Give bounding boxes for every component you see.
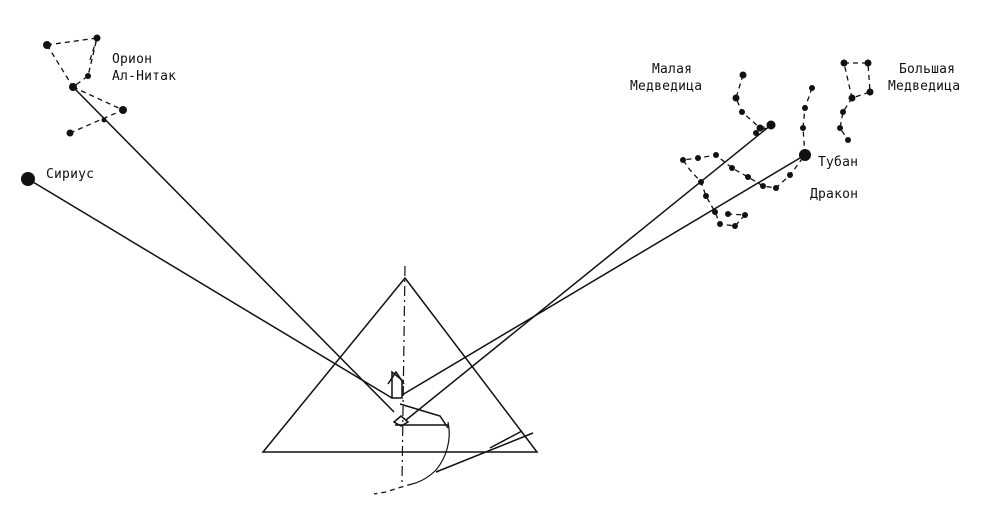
star	[837, 125, 843, 131]
star	[695, 155, 701, 161]
descending-passage	[411, 421, 450, 485]
star	[739, 71, 747, 79]
star	[760, 183, 766, 189]
star	[848, 94, 856, 102]
inner-chambers	[373, 370, 534, 495]
star	[739, 109, 745, 115]
star	[703, 193, 709, 199]
shaft-ursa-minor	[405, 124, 772, 421]
pyramid-axis	[401, 265, 406, 483]
star	[43, 41, 51, 49]
label-ursa-minor-line2: Медведица	[630, 79, 702, 94]
constellation-ursa-minor	[732, 71, 776, 136]
pyramid-outline	[261, 276, 539, 453]
star	[93, 34, 101, 42]
star	[66, 129, 74, 137]
star	[800, 125, 806, 131]
star	[680, 157, 686, 163]
star	[725, 211, 731, 217]
star	[840, 59, 848, 67]
star	[732, 223, 738, 229]
star	[864, 59, 872, 67]
labels: Орион Ал-Нитак Сириус Малая Медведица Бо…	[46, 52, 960, 202]
grand-gallery	[399, 403, 449, 429]
star	[866, 88, 874, 96]
star	[773, 185, 779, 191]
ascending-passage	[435, 432, 534, 473]
star	[742, 212, 748, 218]
label-alnitak: Ал-Нитак	[112, 69, 176, 84]
ursa-major-lines	[839, 62, 871, 141]
label-orion: Орион	[112, 52, 152, 67]
star	[712, 209, 718, 215]
star	[802, 105, 808, 111]
star-shafts	[27, 86, 806, 421]
star	[840, 109, 846, 115]
star	[787, 172, 793, 178]
star-kochab	[766, 120, 776, 130]
shaft-sirius	[27, 178, 393, 399]
kings-chamber-roof	[387, 370, 405, 385]
label-thuban: Тубан	[818, 155, 858, 170]
star	[745, 174, 751, 180]
label-ursa-major-line1: Большая	[899, 62, 955, 77]
label-draco: Дракон	[810, 187, 858, 202]
star	[753, 130, 759, 136]
label-ursa-minor-line1: Малая	[652, 62, 692, 77]
star	[717, 221, 723, 227]
star	[119, 106, 127, 114]
star	[845, 137, 851, 143]
label-ursa-major-line2: Медведица	[888, 79, 960, 94]
pyramid	[261, 265, 539, 483]
label-sirius: Сириус	[46, 167, 94, 182]
ursa-minor-lines	[735, 74, 772, 134]
star	[729, 165, 735, 171]
star-sirius	[21, 172, 35, 186]
star	[698, 179, 704, 185]
draco-lines	[681, 87, 813, 227]
star	[85, 73, 91, 79]
star	[732, 94, 740, 102]
star-alnitak	[69, 83, 77, 91]
star	[756, 124, 764, 132]
star-thuban	[799, 149, 811, 161]
star	[713, 152, 719, 158]
shaft-alnitak	[72, 86, 395, 413]
subterranean-passage	[373, 483, 413, 495]
constellation-draco	[680, 85, 815, 229]
shaft-thuban	[401, 154, 806, 396]
star	[809, 85, 815, 91]
constellation-ursa-major	[837, 59, 874, 143]
passage-section	[489, 430, 523, 449]
constellation-orion	[43, 34, 127, 137]
star	[101, 117, 107, 123]
